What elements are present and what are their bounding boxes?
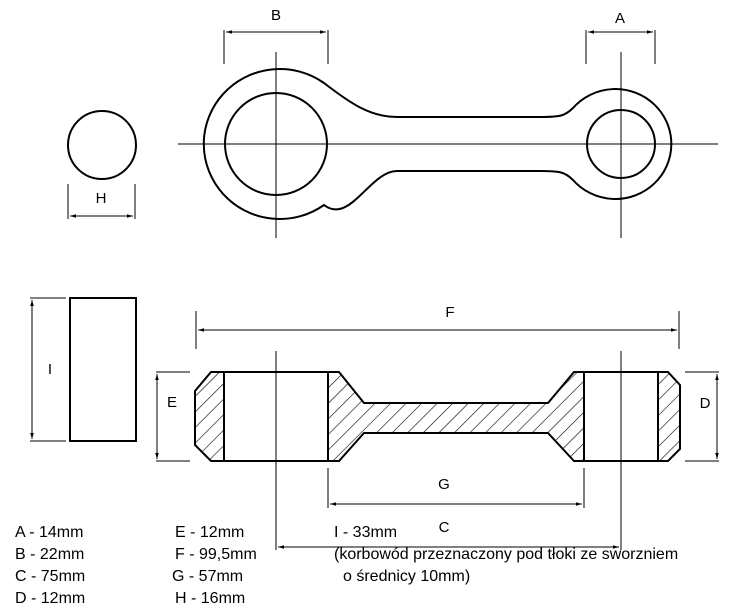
dimension-label-a: A	[615, 10, 625, 27]
spec-b: B - 22mm	[15, 546, 85, 563]
spec-h: H - 16mm	[175, 590, 246, 607]
dimension-label-f: F	[445, 304, 454, 321]
spec-f: F - 99,5mm	[175, 546, 257, 563]
dimension-label-e: E	[167, 394, 177, 411]
dimension-label-h: H	[96, 190, 107, 207]
spec-note-line-1: (korbowód przeznaczony pod tłoki ze swor…	[334, 546, 679, 563]
spec-column-2: E - 12mm F - 99,5mm G - 57mm H - 16mm	[172, 523, 257, 609]
rod-section-view	[155, 311, 719, 550]
dimension-label-c: C	[439, 519, 450, 536]
dimension-label-b: B	[271, 7, 281, 24]
dimension-label-i: I	[48, 361, 52, 378]
dimension-label-g: G	[438, 476, 450, 493]
spec-i: I - 33mm	[334, 524, 398, 541]
spec-g: G - 57mm	[172, 568, 244, 585]
piston-pin-side-view: I	[30, 297, 137, 442]
spec-column-1: A - 14mm B - 22mm C - 75mm D - 12mm	[15, 523, 85, 609]
dimension-label-d: D	[700, 395, 711, 412]
rod-top-view	[178, 30, 718, 238]
spec-note-line-2: o średnicy 10mm)	[343, 568, 471, 585]
piston-pin-end-view: H	[67, 110, 137, 219]
spec-c: C - 75mm	[15, 568, 86, 585]
spec-a: A - 14mm	[15, 524, 84, 541]
spec-column-3: I - 33mm (korbowód przeznaczony pod tłok…	[334, 523, 678, 587]
spec-d: D - 12mm	[15, 590, 86, 607]
spec-e: E - 12mm	[175, 524, 245, 541]
